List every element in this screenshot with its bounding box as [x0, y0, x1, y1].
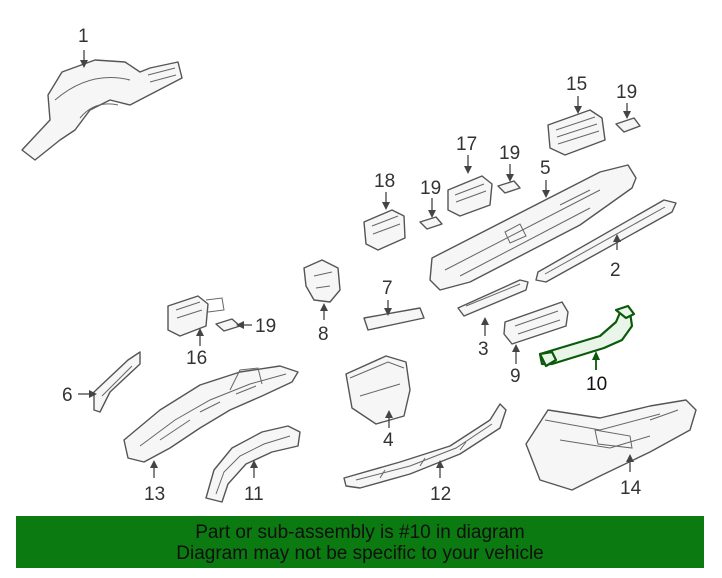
- callout-18: 18: [374, 171, 395, 192]
- callout-4: 4: [383, 430, 394, 451]
- banner-line-2: Diagram may not be specific to your vehi…: [176, 543, 544, 564]
- callout-19-a: 19: [616, 82, 637, 103]
- callout-19-d: 19: [255, 316, 276, 337]
- callout-12: 12: [430, 484, 451, 505]
- part-3-trim: [457, 279, 529, 317]
- part-14-lower-carrier: [525, 399, 697, 491]
- callout-3: 3: [478, 339, 489, 360]
- part-10-highlighted-bracket: [538, 304, 636, 368]
- part-19-clip-c: [419, 216, 443, 230]
- part-6-side-trim: [93, 351, 141, 413]
- callout-9: 9: [510, 366, 521, 387]
- info-banner: Part or sub-assembly is #10 in diagram D…: [16, 516, 704, 568]
- callout-19-b: 19: [499, 143, 520, 164]
- callout-8: 8: [318, 324, 329, 345]
- callout-1: 1: [78, 26, 89, 47]
- part-19-clip-b: [497, 180, 521, 194]
- part-18-air-vent: [363, 209, 406, 251]
- part-16-air-vent: [167, 295, 225, 337]
- part-5-upper-dash-panel: [429, 164, 637, 291]
- part-9-switch-panel: [503, 301, 569, 345]
- part-13-lower-frame: [123, 365, 299, 463]
- part-12-lower-trim: [343, 403, 507, 489]
- callout-10: 10: [586, 374, 607, 395]
- callout-5: 5: [540, 158, 551, 179]
- parts-diagram: 1 15 19 17 19 18 19: [21, 26, 697, 505]
- callout-11: 11: [244, 484, 264, 505]
- part-2-trim-strip: [535, 199, 677, 283]
- callout-17: 17: [456, 134, 477, 155]
- part-19-clip-a: [615, 117, 641, 133]
- callout-16: 16: [186, 348, 207, 369]
- part-7-trim-plate: [363, 307, 425, 331]
- callout-7: 7: [382, 278, 393, 299]
- callout-2: 2: [610, 260, 621, 281]
- part-4-glove-box: [345, 355, 411, 425]
- callout-19-c: 19: [420, 178, 441, 199]
- callout-15: 15: [566, 74, 587, 95]
- callout-6: 6: [62, 385, 73, 406]
- part-17-air-vent: [447, 175, 493, 217]
- part-15-air-vent: [547, 109, 606, 156]
- banner-line-1: Part or sub-assembly is #10 in diagram: [195, 522, 525, 543]
- part-8-bracket: [303, 259, 341, 303]
- callout-14: 14: [620, 478, 642, 499]
- part-1-cluster-housing: [21, 59, 183, 161]
- part-11-knee-trim: [205, 425, 301, 503]
- callout-13: 13: [144, 484, 165, 505]
